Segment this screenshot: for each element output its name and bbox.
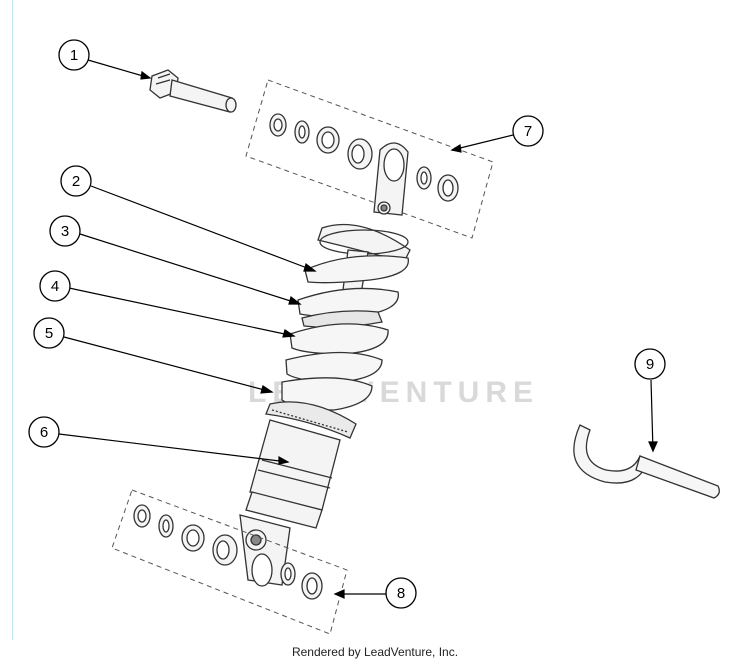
damper-body [239, 419, 341, 587]
spanner-wrench [573, 424, 720, 499]
callout-4: 4 [39, 270, 71, 302]
callout-9-label: 9 [646, 356, 654, 373]
callout-3-label: 3 [61, 223, 69, 240]
callout-5: 5 [33, 317, 65, 349]
callout-6: 6 [28, 416, 60, 448]
callout-9: 9 [634, 348, 666, 380]
callout-7-label: 7 [524, 123, 532, 140]
callout-5-label: 5 [45, 325, 53, 342]
callout-2-label: 2 [72, 173, 80, 190]
callout-8: 8 [385, 577, 417, 609]
leader-lines [58, 59, 658, 599]
rendered-by-footer: Rendered by LeadVenture, Inc. [291, 645, 459, 659]
callout-3: 3 [49, 215, 81, 247]
bolt-part [149, 69, 237, 113]
callout-4-label: 4 [51, 278, 59, 295]
callout-1: 1 [58, 39, 90, 71]
adjuster-ring [265, 401, 357, 439]
spring-coils [281, 255, 409, 411]
callout-8-label: 8 [397, 585, 405, 602]
lower-bushing-kit [111, 489, 348, 635]
page-edge-rule [12, 0, 13, 640]
upper-bushing-kit [245, 79, 494, 239]
callout-6-label: 6 [40, 424, 48, 441]
callout-2: 2 [60, 165, 92, 197]
callout-1-label: 1 [70, 47, 78, 64]
callout-7: 7 [512, 115, 544, 147]
